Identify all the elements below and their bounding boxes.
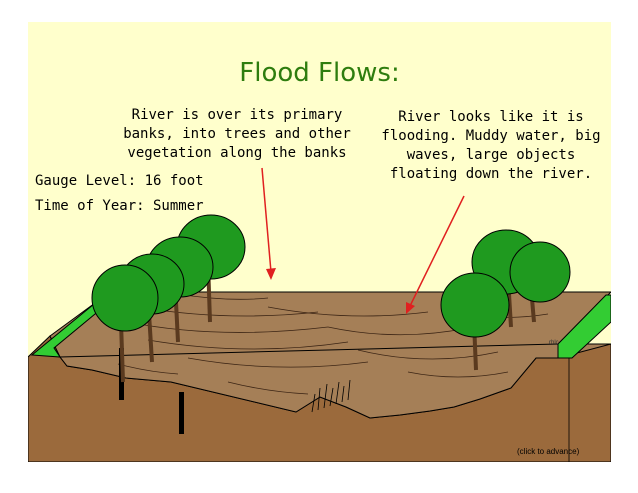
slide[interactable]: Flood Flows: River is over its primary b… [28, 22, 611, 462]
arrow-to-river [406, 195, 465, 314]
click-to-advance-hint[interactable]: (click to advance) [517, 447, 580, 456]
arrow-to-banks [261, 167, 276, 280]
river-cross-section-illustration [28, 167, 611, 462]
vegetation-annotation: River is over its primary banks, into tr… [123, 107, 351, 161]
time-of-year-label: Time of Year: Summer [35, 198, 204, 214]
gauge-level-label: Gauge Level: 16 foot [35, 173, 204, 189]
grass-bank-right [557, 294, 611, 359]
submerged-reeds [311, 379, 351, 413]
trees-right [440, 229, 571, 371]
slide-title: Flood Flows: [239, 58, 400, 88]
flooding-annotation: River looks like it is flooding. Muddy w… [381, 109, 601, 182]
trees-left [91, 214, 246, 383]
water-ripples [117, 293, 549, 395]
artist-initials: rhlc [549, 340, 559, 346]
gauge-post [179, 392, 184, 434]
